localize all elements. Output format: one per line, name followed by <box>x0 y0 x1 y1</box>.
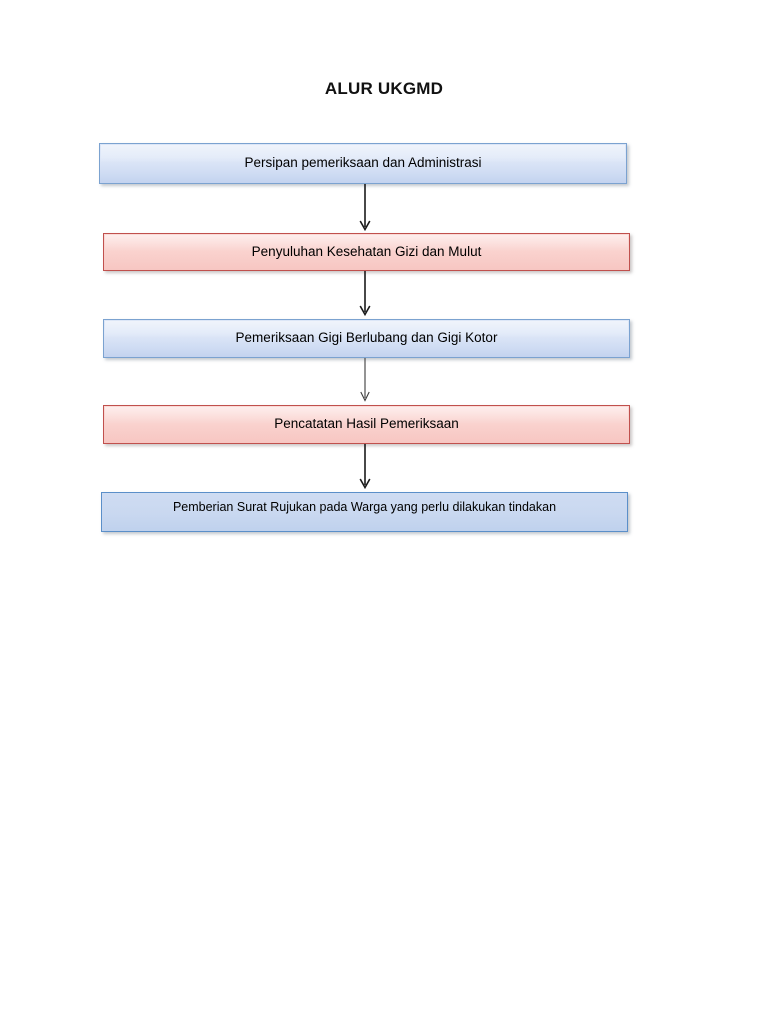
flow-node-4-label: Pencatatan Hasil Pemeriksaan <box>274 416 459 432</box>
flow-node-5[interactable]: Pemberian Surat Rujukan pada Warga yang … <box>101 492 628 532</box>
flow-connector-4 <box>354 444 376 492</box>
flow-connector-3 <box>354 358 376 405</box>
flow-node-3-label: Pemeriksaan Gigi Berlubang dan Gigi Koto… <box>235 330 498 346</box>
flow-node-1[interactable]: Persipan pemeriksaan dan Administrasi <box>99 143 627 184</box>
flow-node-5-label: Pemberian Surat Rujukan pada Warga yang … <box>172 500 557 514</box>
flow-node-1-label: Persipan pemeriksaan dan Administrasi <box>244 155 482 171</box>
flow-node-2[interactable]: Penyuluhan Kesehatan Gizi dan Mulut <box>103 233 630 271</box>
flow-connector-1 <box>354 184 376 234</box>
page-title: ALUR UKGMD <box>324 79 444 98</box>
flow-connector-2 <box>354 271 376 319</box>
flow-node-4[interactable]: Pencatatan Hasil Pemeriksaan <box>103 405 630 444</box>
flow-node-3[interactable]: Pemeriksaan Gigi Berlubang dan Gigi Koto… <box>103 319 630 358</box>
flow-node-2-label: Penyuluhan Kesehatan Gizi dan Mulut <box>251 243 482 259</box>
